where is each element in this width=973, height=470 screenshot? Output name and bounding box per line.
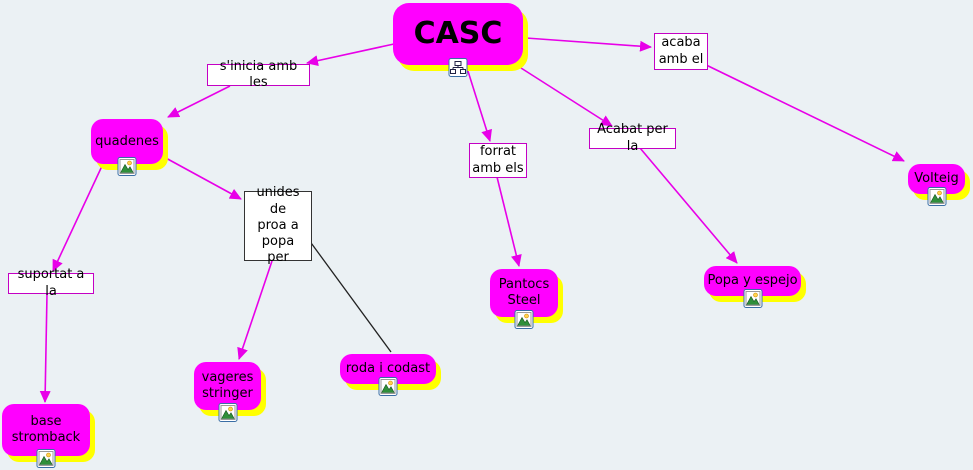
concept-node-vageres-stringer[interactable]: vageres stringer [194,362,261,422]
connector-quadenes-to-suportat[interactable] [52,165,103,272]
image-icon[interactable] [927,187,946,206]
linking-phrase-suportat[interactable]: suportat a la [8,267,94,299]
connector-casc-to-sinicia[interactable] [306,43,395,67]
concept-node-popa-y-espejo-label: Popa y espejo [707,273,798,289]
connector-suportat-to-base[interactable] [39,293,51,403]
concept-node-volteig-label: Volteig [914,171,959,187]
concept-node-pantocs-steel[interactable]: Pantocs Steel [490,269,558,329]
concept-node-base-stromback[interactable]: base stromback [2,404,90,468]
sitemap-icon[interactable] [448,58,468,77]
image-icon[interactable] [743,289,762,308]
connector-casc-to-acaba[interactable] [525,37,652,52]
linking-phrase-unides[interactable]: unides de proa a popa per [244,185,312,265]
concept-node-casc-label: CASC [413,16,503,51]
connector-casc-to-forrat[interactable] [466,67,492,142]
connector-casc-to-acabat[interactable] [520,67,613,127]
linking-phrase-sinicia[interactable]: s'inicia amb les [207,59,310,90]
concept-node-roda-i-codast[interactable]: roda i codast [340,354,436,396]
concept-node-popa-y-espejo[interactable]: Popa y espejo [704,266,801,308]
image-icon[interactable] [36,449,56,468]
image-icon[interactable] [117,157,137,176]
connector-unides-to-vageres[interactable] [237,260,273,360]
image-icon[interactable] [378,377,398,396]
concept-node-quadenes-label: quadenes [95,133,159,149]
concept-node-pantocs-steel-label: Pantocs Steel [498,277,550,308]
connector-forrat-to-pantocs[interactable] [496,176,522,267]
concept-node-casc[interactable]: CASC [393,3,523,77]
concept-node-roda-i-codast-label: roda i codast [345,361,431,377]
image-icon[interactable] [514,310,534,329]
linking-phrase-forrat[interactable]: forrat amb els [469,143,527,178]
concept-node-volteig[interactable]: Volteig [908,164,965,206]
connector-sinicia-to-quadenes[interactable] [167,85,231,118]
image-icon[interactable] [218,403,237,422]
connector-acaba-to-volteig[interactable] [699,61,905,162]
concept-node-base-stromback-label: base stromback [11,414,81,445]
concept-node-vageres-stringer-label: vageres stringer [201,370,254,401]
linking-phrase-acaba[interactable]: acaba amb el [654,33,708,70]
concept-node-quadenes[interactable]: quadenes [91,119,163,176]
linking-phrase-acabat[interactable]: Acabat per la [589,122,676,154]
connector-acabat-to-popa[interactable] [639,147,738,264]
connector-unides-to-roda[interactable] [305,235,392,353]
connector-quadenes-to-unides[interactable] [163,156,242,200]
